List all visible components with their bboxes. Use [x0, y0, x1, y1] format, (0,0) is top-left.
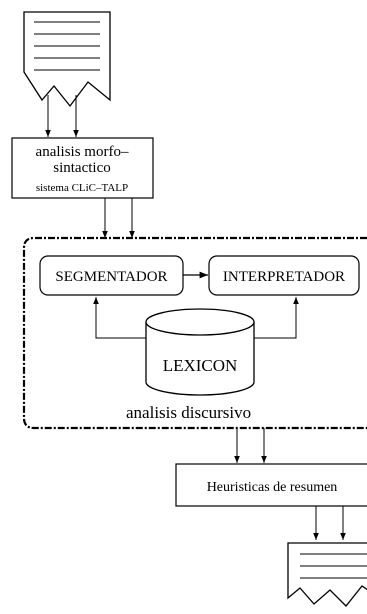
segmentador-box: SEGMENTADOR	[39, 255, 184, 296]
heuristics-box: Heuristicas de resumen	[175, 463, 367, 507]
lexicon-database-icon: LEXICON	[145, 308, 255, 396]
input-document-icon	[23, 11, 111, 108]
arrow-lexicon-to-segmentador	[93, 297, 146, 339]
lexicon-label: LEXICON	[163, 356, 238, 375]
discourse-analysis-label: analisis discursivo	[126, 403, 251, 422]
interpretador-box: INTERPRETADOR	[208, 255, 360, 296]
morpho-title-line2: sintactico	[53, 160, 110, 176]
morpho-system-label: sistema CLiC–TALP	[36, 182, 128, 194]
output-document-icon	[287, 542, 367, 607]
heuristics-label: Heuristicas de resumen	[207, 480, 338, 495]
morpho-syntactic-box: analisis morfo– sintactico sistema CLiC–…	[11, 137, 154, 199]
arrow-lexicon-to-interpretador	[254, 297, 299, 339]
segmentador-label: SEGMENTADOR	[55, 269, 167, 285]
discourse-analysis-frame	[22, 236, 367, 430]
interpretador-label: INTERPRETADOR	[223, 269, 345, 285]
morpho-title-line1: analisis morfo–	[36, 144, 129, 160]
